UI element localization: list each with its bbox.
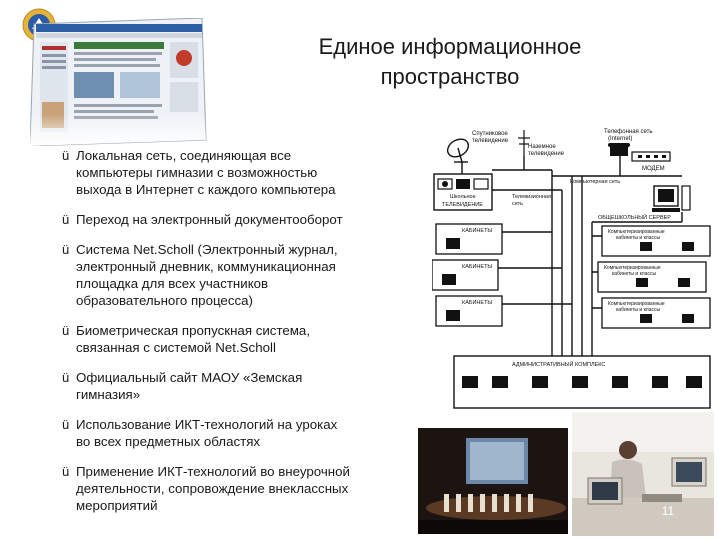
- website-screenshot-image: [30, 18, 207, 146]
- check-mark-icon: ü: [62, 242, 70, 257]
- bullet-line: электронный дневник, коммуникационная: [76, 259, 336, 274]
- computer-class-box: [601, 225, 711, 257]
- bullet-item: ü Применение ИКТ-технологий во внеурочно…: [62, 463, 412, 514]
- server-label: ОБЩЕШКОЛЬНЫЙ СЕРВЕР: [598, 213, 671, 221]
- computer-class-box: [601, 297, 711, 329]
- comp-class-label: кабинеты и классы: [616, 307, 661, 313]
- computer-class-box: [597, 261, 707, 293]
- bullet-line: Переход на электронный документооборот: [76, 212, 343, 227]
- comp-class-label: Компьютеризированные: [604, 265, 661, 271]
- modem-label: МОДЕМ: [642, 166, 665, 172]
- bullet-line: Официальный сайт МАОУ «Земская: [76, 370, 303, 385]
- bullet-item: ü Официальный сайт МАОУ «Земская гимнази…: [62, 369, 412, 403]
- telephone-icon: [608, 143, 630, 156]
- sat-label: телевидение: [472, 138, 509, 144]
- comp-class-label: Компьютеризированные: [608, 229, 665, 235]
- cabinets-label: КАБИНЕТЫ: [462, 300, 492, 306]
- school-tv-label: Школьное: [450, 194, 476, 200]
- admin-complex-box: [453, 355, 711, 409]
- comp-class-label: кабинеты и классы: [612, 271, 657, 277]
- bullet-line: Локальная сеть, соединяющая все: [76, 148, 292, 163]
- check-mark-icon: ü: [62, 370, 70, 385]
- bullet-line: деятельности, сопровождение внеклассных: [76, 481, 349, 496]
- bullet-line: выхода в Интернет с каждого компьютера: [76, 182, 336, 197]
- cabinets-box: [435, 223, 503, 255]
- bullet-line: связанная с системой Net.Scholl: [76, 340, 276, 355]
- school-tv-box: [433, 173, 493, 211]
- bullet-line: гимназия»: [76, 387, 141, 402]
- cabinets-label: КАБИНЕТЫ: [462, 228, 492, 234]
- tv-net-label: Телевизионная: [512, 194, 551, 200]
- satellite-dish-icon: [446, 138, 470, 163]
- cabinets-label: КАБИНЕТЫ: [462, 264, 492, 270]
- bullet-line: во всех предметных областях: [76, 434, 261, 449]
- bullet-line: Система Net.Scholl (Электронный журнал,: [76, 242, 338, 257]
- computer-net-label: Компьютерная сеть: [570, 179, 620, 185]
- check-mark-icon: ü: [62, 212, 70, 227]
- modem-icon: [631, 151, 671, 162]
- bullet-item: ü Биометрическая пропускная система, свя…: [62, 322, 412, 356]
- comp-class-label: кабинеты и классы: [616, 235, 661, 241]
- bullet-line: Применение ИКТ-технологий во внеурочной: [76, 464, 350, 479]
- bullet-item: ü Использование ИКТ-технологий на уроках…: [62, 416, 412, 450]
- page-title: Единое информационное пространство: [255, 32, 645, 92]
- cabinets-box: [435, 295, 503, 327]
- comp-class-label: Компьютеризированные: [608, 301, 665, 307]
- antenna-icon: [518, 130, 530, 156]
- bullet-item: ü Система Net.Scholl (Электронный журнал…: [62, 241, 412, 309]
- page-number: 11: [661, 504, 675, 518]
- bullet-line: Использование ИКТ-технологий на уроках: [76, 417, 338, 432]
- admin-label: АДМИНИСТРАТИВНЫЙ КОМПЛЕКС: [512, 360, 605, 368]
- tv-net-label: сеть: [512, 201, 523, 207]
- bullet-line: Биометрическая пропускная система,: [76, 323, 311, 338]
- sat-label: Спутниковое: [472, 131, 508, 137]
- computer-icon: [652, 185, 691, 212]
- computer-lab-photo: [572, 412, 714, 536]
- stage-event-photo: [418, 428, 568, 534]
- check-mark-icon: ü: [62, 464, 70, 479]
- check-mark-icon: ü: [62, 323, 70, 338]
- ground-tv-label: телевидение: [528, 151, 565, 157]
- bullet-line: площадка для всех участников: [76, 276, 269, 291]
- check-mark-icon: ü: [62, 148, 70, 163]
- bullet-line: компьютеры гимназии с возможностью: [76, 165, 318, 180]
- check-mark-icon: ü: [62, 417, 70, 432]
- bullet-line: мероприятий: [76, 498, 158, 513]
- bullet-item: ü Переход на электронный документооборот: [62, 211, 412, 228]
- bullet-line: образовательного процесса): [76, 293, 253, 308]
- title-line-2: пространство: [380, 64, 520, 89]
- cabinets-box: [432, 259, 499, 291]
- network-diagram: Спутниковое телевидение Наземное телевид…: [432, 129, 711, 409]
- school-tv-label: ТЕЛЕВИДЕНИЕ: [442, 202, 483, 208]
- phone-net-label: Телефонная сеть: [604, 129, 652, 135]
- ground-tv-label: Наземное: [528, 144, 556, 150]
- title-line-1: Единое информационное: [318, 34, 582, 59]
- bullet-list: ü Локальная сеть, соединяющая все компью…: [62, 147, 412, 527]
- phone-net-label: (Internet): [608, 136, 632, 142]
- bullet-item: ü Локальная сеть, соединяющая все компью…: [62, 147, 412, 198]
